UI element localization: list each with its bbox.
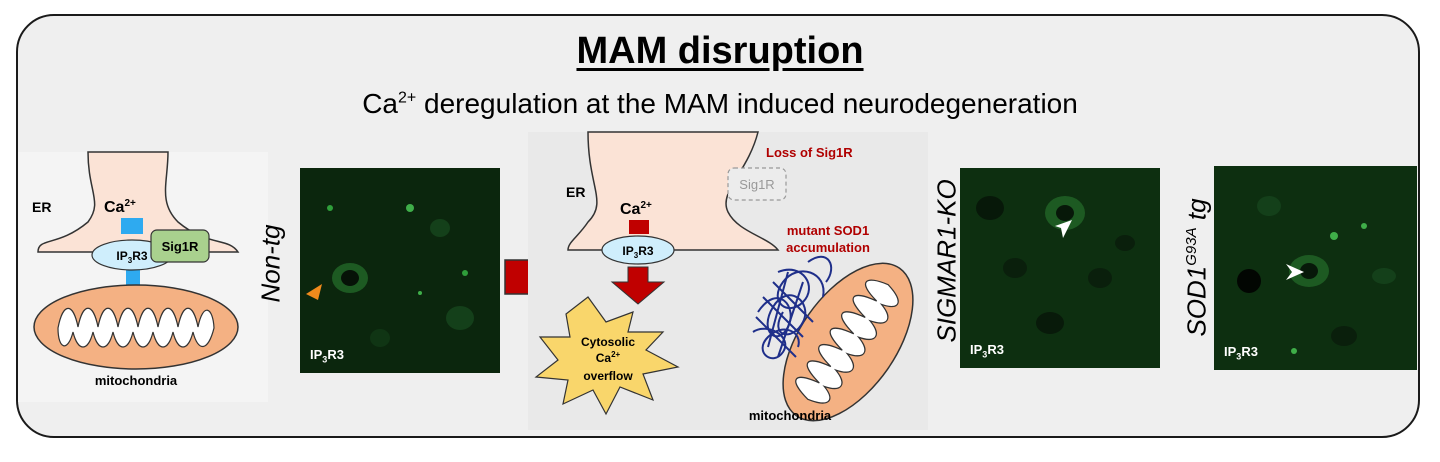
cyto-label-3: overflow xyxy=(583,369,633,383)
micrograph-sod1-g93a: IP3R3 xyxy=(1214,166,1417,370)
cytosolic-overflow-burst xyxy=(534,296,680,416)
ca-label: Ca2+ xyxy=(104,198,136,216)
white-arrowhead-icon xyxy=(1055,220,1072,238)
cyto-label-1: Cytosolic xyxy=(581,335,635,349)
cyto-label-2: Ca2+ xyxy=(596,350,621,365)
micrograph-sigmar1-ko: IP3R3 xyxy=(960,168,1160,368)
ca-flow-arrow-top-2 xyxy=(629,220,649,234)
disrupted-mam-diagram: ER Ca2+ Loss of Sig1R Sig1R IP3R3 Cytoso… xyxy=(528,131,928,430)
ip3r3-channel-2 xyxy=(601,235,675,265)
er-label: ER xyxy=(32,199,51,215)
mitochondria-damaged xyxy=(782,262,914,422)
normal-mam-diagram: ER Ca2+ IP3R3 Sig1R mitochondria xyxy=(18,151,268,402)
figure-subtitle: Ca2+ deregulation at the MAM induced neu… xyxy=(0,88,1440,120)
subtitle-prefix: Ca xyxy=(362,88,398,119)
sod1-aggregate-tangle xyxy=(752,255,833,360)
ca-overflow-arrow-icon xyxy=(610,266,666,305)
ca-flow-arrow-top xyxy=(121,218,143,234)
ip3r3-label: IP3R3 xyxy=(116,249,147,265)
mitochondria-label-2: mitochondria xyxy=(749,408,832,423)
subtitle-sup: 2+ xyxy=(397,89,417,107)
orange-arrowhead-icon xyxy=(306,284,322,300)
micrograph-label-3: IP3R3 xyxy=(1224,344,1258,362)
white-arrowhead-icon-2 xyxy=(1286,264,1304,280)
figure-title: MAM disruption xyxy=(576,30,864,72)
cristae-shape xyxy=(57,307,215,348)
ghost-sig1r-label: Sig1R xyxy=(739,177,774,192)
micrograph-nontg-image xyxy=(300,168,500,373)
micrograph-label-2: IP3R3 xyxy=(970,342,1004,360)
micrograph-sod1-g93a-image xyxy=(1214,166,1417,370)
condition-label-nontg: Non-tg xyxy=(255,224,286,303)
mitochondria-label: mitochondria xyxy=(95,373,178,388)
micrograph-sigmar1-ko-image xyxy=(960,168,1160,368)
micrograph-nontg: IP3R3 xyxy=(300,168,500,373)
sig1r-box xyxy=(150,229,210,263)
micrograph-label-1: IP3R3 xyxy=(310,347,344,365)
mutant-sod1-label-1: mutant SOD1 xyxy=(787,223,869,238)
er-label-2: ER xyxy=(566,184,585,200)
condition-label-sod1-g93a: SOD1G93A tg xyxy=(1181,198,1212,337)
ca-label-2: Ca2+ xyxy=(620,200,652,218)
loss-of-sig1r-label: Loss of Sig1R xyxy=(766,145,853,160)
ghost-sig1r-box xyxy=(727,167,787,201)
ip3r3-label-2: IP3R3 xyxy=(622,244,653,260)
mutant-sod1-label-2: accumulation xyxy=(786,240,870,255)
subtitle-suffix: deregulation at the MAM induced neurodeg… xyxy=(416,88,1078,119)
condition-label-sigmar1-ko: SIGMAR1-KO xyxy=(931,179,962,343)
sig1r-label: Sig1R xyxy=(162,239,199,254)
